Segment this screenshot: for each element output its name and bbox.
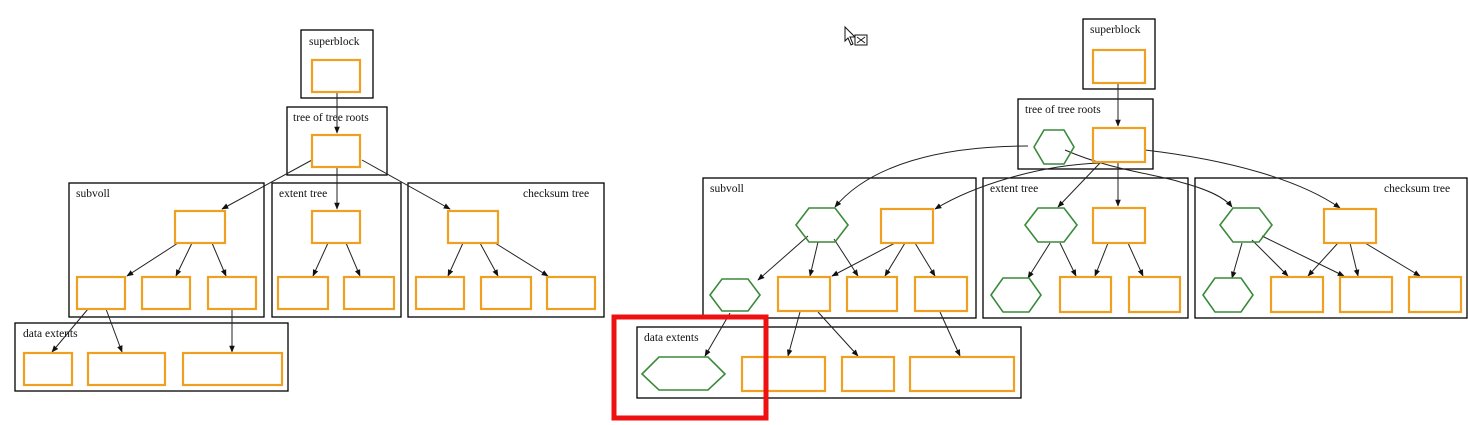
- right-root-tree-node: [1091, 126, 1147, 164]
- right-extent-cow-leaf-node: [990, 277, 1042, 313]
- left-data-extents-label: data extents: [23, 328, 78, 340]
- right-checksum-cow-node: [1218, 207, 1274, 243]
- left-edges: [51, 93, 549, 353]
- left-extent-leaf-node: [342, 275, 396, 311]
- left-subvol-label: subvoll: [76, 188, 110, 200]
- right-diagram: superblock tree of tree roots subvoll ex…: [611, 18, 1468, 421]
- right-root-tree-cow-node: [1033, 129, 1075, 165]
- right-checksum-cow-leaf-node: [1202, 277, 1254, 313]
- left-diagram: superblock tree of tree roots subvoll ex…: [14, 29, 605, 392]
- right-superblock-label: superblock: [1090, 24, 1141, 36]
- left-data-extent-node: [22, 351, 74, 387]
- right-checksum-leaf-node: [1407, 275, 1463, 314]
- right-subvol-cluster: [702, 177, 977, 319]
- right-subvol-cow-node: [794, 207, 850, 243]
- right-checksum-leaf-node: [1338, 275, 1394, 314]
- right-extent-tree-cluster: [982, 177, 1189, 319]
- left-checksum-root-node: [446, 209, 500, 245]
- right-tree-of-tree-roots-label: tree of tree roots: [1025, 104, 1101, 116]
- right-data-extent-node: [840, 355, 896, 393]
- right-checksum-tree-cluster: [1194, 177, 1468, 319]
- left-data-extents-cluster: [14, 322, 289, 392]
- right-subvol-cow-leaf-node: [709, 278, 761, 312]
- right-subvol-leaf-node: [913, 275, 969, 313]
- right-extent-leaf-node: [1058, 275, 1113, 314]
- busy-cursor-icon: [844, 25, 868, 46]
- right-subvol-root-node: [879, 207, 935, 245]
- right-subvol-leaf-node: [845, 275, 899, 313]
- right-extent-tree-label: extent tree: [990, 183, 1038, 195]
- left-tree-of-tree-roots-label: tree of tree roots: [293, 112, 369, 124]
- left-checksum-leaf-node: [479, 275, 533, 311]
- right-data-extents-label: data extents: [644, 332, 699, 344]
- left-subvol-leaf-node: [140, 275, 192, 311]
- left-extent-root-node: [310, 209, 362, 245]
- right-checksum-tree-label: checksum tree: [1384, 183, 1450, 195]
- left-root-tree-node: [310, 133, 362, 169]
- left-checksum-tree-label: checksum tree: [523, 188, 589, 200]
- left-subvol-leaf-node: [75, 275, 127, 311]
- right-superblock-cluster: [1082, 18, 1156, 90]
- right-tree-of-tree-roots-cluster: [1017, 98, 1154, 170]
- left-checksum-leaf-node: [545, 275, 597, 311]
- right-checksum-root-node: [1322, 207, 1378, 245]
- right-extent-leaf-node: [1127, 275, 1182, 314]
- right-extent-root-node: [1091, 206, 1147, 245]
- left-extent-tree-label: extent tree: [279, 188, 327, 200]
- left-subvol-leaf-node: [206, 275, 258, 311]
- left-extent-leaf-node: [276, 275, 330, 311]
- left-data-extent-node: [86, 351, 167, 387]
- left-superblock-label: superblock: [309, 36, 360, 48]
- right-superblock-node: [1091, 48, 1147, 85]
- right-data-extent-node: [908, 355, 1016, 393]
- right-extent-cow-node: [1023, 207, 1079, 243]
- right-edges: [704, 84, 1421, 357]
- left-subvol-cluster: [68, 182, 265, 318]
- right-data-extent-cow-node: [640, 356, 727, 391]
- highlight-box: [611, 314, 769, 421]
- left-data-extent-node: [181, 351, 284, 387]
- right-data-extent-node: [740, 355, 827, 393]
- left-subvol-root-node: [173, 209, 227, 245]
- right-subvol-leaf-node: [776, 275, 832, 313]
- left-checksum-leaf-node: [414, 275, 466, 311]
- left-superblock-node: [310, 58, 362, 94]
- left-checksum-tree-cluster: [407, 182, 605, 318]
- right-subvol-label: subvoll: [710, 183, 744, 195]
- right-data-extents-cluster: [636, 326, 1022, 399]
- right-checksum-leaf-node: [1269, 275, 1325, 314]
